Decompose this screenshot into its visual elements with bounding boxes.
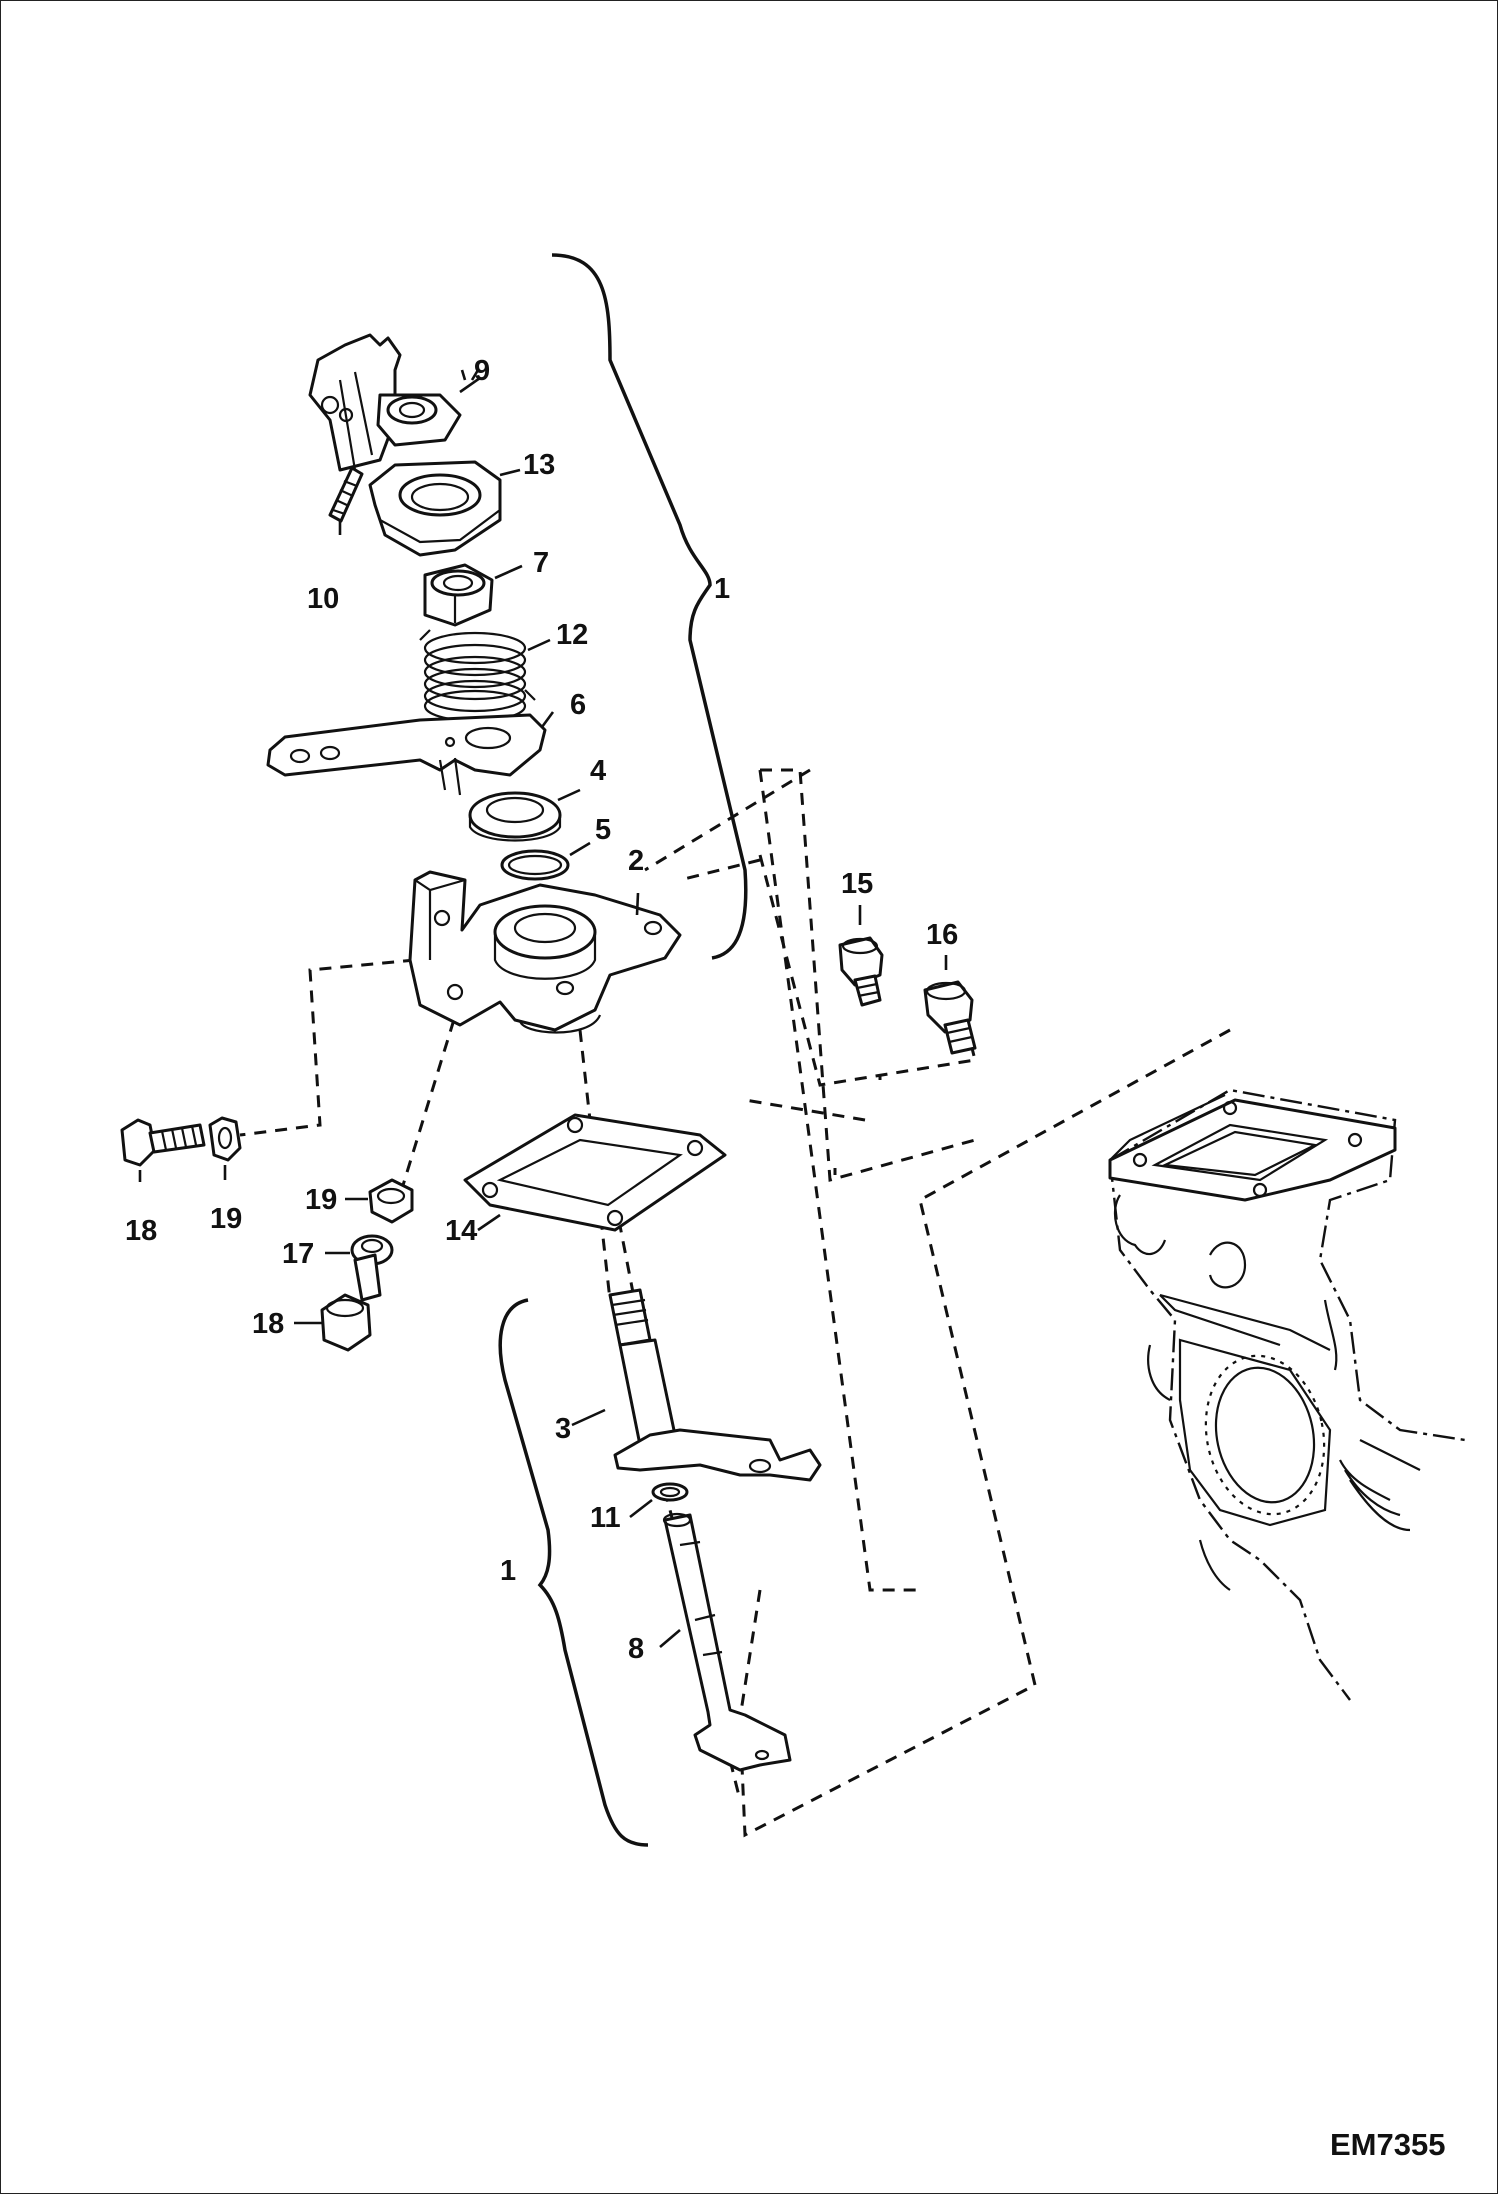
part-5-o-ring (500, 849, 570, 881)
callout-5: 5 (595, 814, 611, 846)
callout-labels: 9 13 10 7 12 6 4 5 2 1 15 16 18 19 19 17… (125, 355, 1445, 2162)
callout-11: 11 (590, 1502, 621, 1534)
assembly-lines (239, 768, 1231, 1838)
callout-17: 17 (282, 1238, 314, 1270)
callout-9: 9 (474, 355, 490, 387)
callout-19-left: 19 (210, 1203, 242, 1235)
callout-7: 7 (533, 547, 549, 579)
callout-12: 12 (556, 619, 588, 651)
part-19-nut-lower (368, 1178, 414, 1224)
callout-3: 3 (555, 1413, 571, 1445)
part-10-pin (328, 466, 364, 523)
part-11-clip (651, 1482, 689, 1502)
callout-1-bottom: 1 (500, 1555, 516, 1587)
leader-lines (138, 369, 948, 1648)
callout-16: 16 (926, 919, 958, 951)
callout-14: 14 (445, 1215, 477, 1247)
part-15-screw (838, 936, 884, 1007)
callout-13: 13 (523, 449, 555, 481)
part-14-gasket (463, 1113, 727, 1232)
part-8-long-shaft (662, 1512, 792, 1772)
callout-1-top: 1 (714, 573, 730, 605)
part-2-housing (408, 870, 682, 1034)
callout-2: 2 (628, 845, 644, 877)
callout-19-lower: 19 (305, 1184, 337, 1216)
part-13-cam-plate (368, 460, 502, 557)
callout-4: 4 (590, 755, 606, 787)
callout-18-lower: 18 (252, 1308, 284, 1340)
part-3-shaft-arm (608, 1288, 822, 1482)
part-7-nut (423, 563, 494, 627)
part-12-spring (419, 629, 536, 723)
callout-8: 8 (628, 1633, 644, 1665)
part-19-nut-left (208, 1116, 242, 1162)
callout-18-left: 18 (125, 1215, 157, 1247)
part-9-lever-bracket (308, 333, 462, 472)
callout-15: 15 (841, 868, 873, 900)
part-18-bolt-left (120, 1118, 206, 1167)
drawing-code: EM7355 (1330, 2127, 1445, 2162)
part-18-bolt-lower (320, 1253, 382, 1352)
callout-10: 10 (307, 583, 339, 615)
brace-top (551, 253, 748, 960)
brace-bottom (498, 1298, 649, 1847)
part-6-lever-arm (266, 713, 547, 796)
engine-block (1108, 1088, 1466, 1701)
part-16-screw (923, 980, 977, 1055)
callout-6: 6 (570, 689, 586, 721)
part-4-washer (468, 791, 562, 842)
